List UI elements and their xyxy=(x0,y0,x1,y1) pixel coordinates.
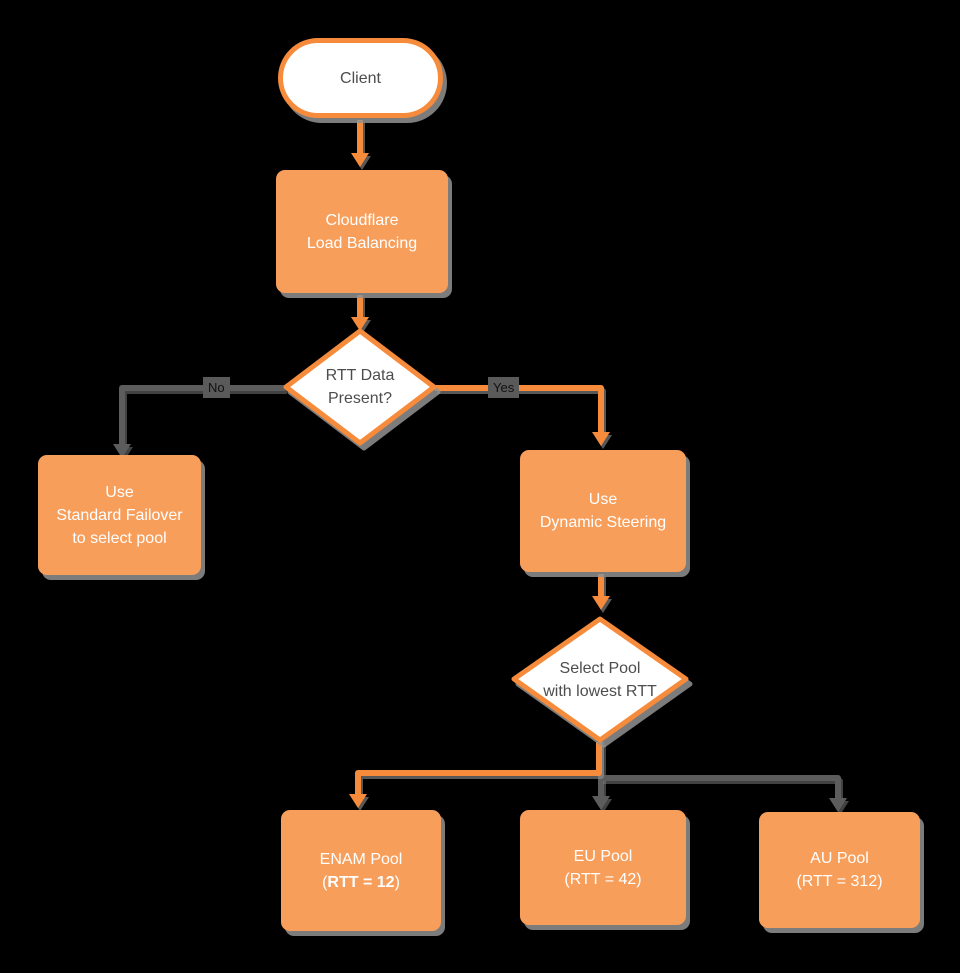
arrowhead-select xyxy=(592,596,610,610)
select-pool-line1: Select Pool xyxy=(559,659,641,677)
decision-diamond-shape xyxy=(511,616,689,743)
arrowhead-yes xyxy=(592,432,610,446)
edge-label-no: No xyxy=(203,377,230,398)
node-cloudflare-line2: Load Balancing xyxy=(306,234,418,252)
node-enam-pool: ENAM Pool (RTT = 12) xyxy=(281,810,441,931)
enam-pool-line1: ENAM Pool xyxy=(319,850,403,868)
enam-pool-line2: (RTT = 12) xyxy=(322,871,400,894)
enam-rtt-close: ) xyxy=(394,873,400,891)
rtt-decision-line1: RTT Data xyxy=(325,367,395,384)
rtt-decision-line2: Present? xyxy=(327,390,393,407)
dynamic-steering-line2: Dynamic Steering xyxy=(539,514,667,531)
select-pool-line2: with lowest RTT xyxy=(543,682,657,700)
edge-to-enam-pool xyxy=(355,742,602,794)
node-client: Client xyxy=(278,38,443,118)
enam-rtt-open: ( xyxy=(322,873,328,891)
node-rtt-data-present-decision: RTT Data Present? xyxy=(281,326,439,448)
node-client-label: Client xyxy=(340,69,381,87)
eu-pool-line2: (RTT = 42) xyxy=(564,870,642,888)
dynamic-steering-line1: Use xyxy=(588,491,618,508)
node-au-pool: AU Pool (RTT = 312) xyxy=(759,812,920,928)
node-eu-pool: EU Pool (RTT = 42) xyxy=(520,810,686,925)
eu-pool-line1: EU Pool xyxy=(573,847,633,865)
node-select-pool-decision: Select Pool with lowest RTT xyxy=(509,614,691,745)
arrowhead-au xyxy=(829,798,847,812)
decision-diamond-shape xyxy=(283,328,437,446)
au-pool-line2: (RTT = 312) xyxy=(796,873,883,890)
standard-failover-line3: to select pool xyxy=(72,529,167,547)
node-use-dynamic-steering: Use Dynamic Steering xyxy=(520,450,686,572)
node-use-standard-failover: Use Standard Failover to select pool xyxy=(38,455,201,575)
arrowhead-no xyxy=(113,444,131,458)
enam-rtt-value: RTT = 12 xyxy=(327,873,395,891)
standard-failover-line1: Use xyxy=(105,483,134,501)
arrowhead-decision xyxy=(351,317,369,331)
node-cloudflare-line1: Cloudflare xyxy=(325,211,399,229)
edge-label-yes: Yes xyxy=(488,377,520,398)
standard-failover-line2: Standard Failover xyxy=(56,506,183,524)
edge-no-connector xyxy=(119,385,285,444)
node-cloudflare-load-balancing: Cloudflare Load Balancing xyxy=(276,170,448,293)
arrowhead-lb xyxy=(351,153,369,167)
arrowhead-enam xyxy=(349,794,367,808)
edge-to-au-pool xyxy=(601,775,841,798)
au-pool-line1: AU Pool xyxy=(810,850,869,867)
arrowhead-eu xyxy=(592,796,610,810)
